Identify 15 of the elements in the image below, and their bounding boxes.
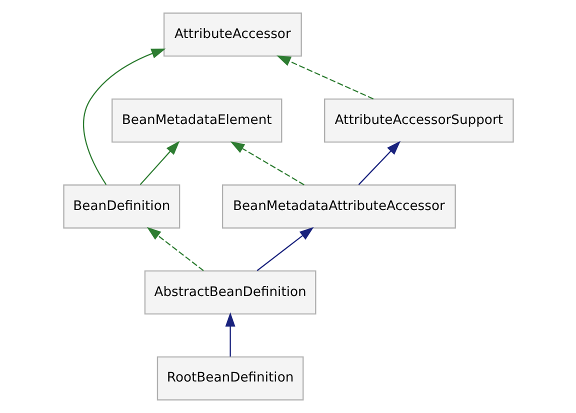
arrow: [358, 140, 400, 186]
node-box: RootBeanDefinition: [156, 356, 304, 400]
arrow: [82, 48, 166, 185]
node-box: BeanMetadataAttributeAccessor: [221, 184, 456, 229]
node-box: AttributeAccessorSupport: [324, 98, 514, 143]
arrow: [276, 55, 374, 100]
arrow: [146, 227, 204, 272]
arrow: [139, 140, 180, 186]
arrow: [224, 312, 235, 357]
node-box: AbstractBeanDefinition: [144, 270, 316, 315]
node-box: AttributeAccessor: [162, 12, 302, 57]
arrow: [230, 141, 304, 186]
node-box: BeanMetadataElement: [111, 98, 282, 143]
arrow: [256, 227, 314, 272]
node-box: BeanDefinition: [62, 184, 180, 229]
